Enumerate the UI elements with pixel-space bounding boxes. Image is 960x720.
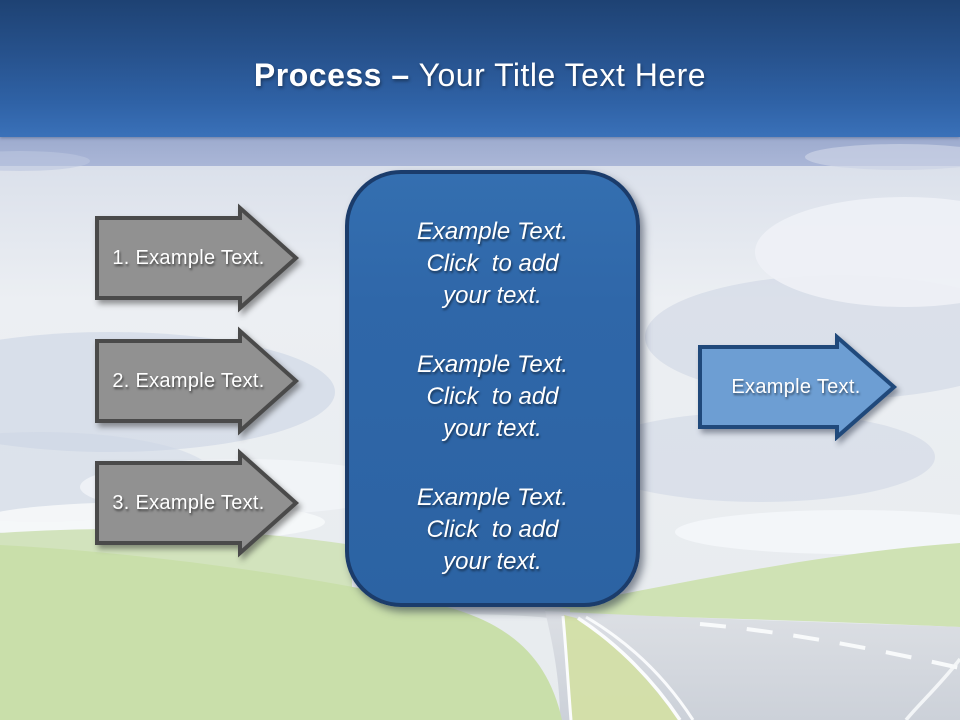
- right-arrow-shape: [95, 326, 300, 436]
- sky-strip: [0, 137, 960, 166]
- process-step-arrow-3: 3. Example Text.: [95, 448, 300, 558]
- right-arrow-shape: [698, 333, 898, 441]
- result-arrow: Example Text.: [698, 333, 898, 441]
- summary-paragraph-2: Example Text. Click to add your text.: [416, 351, 569, 442]
- process-step-arrow-2: 2. Example Text.: [95, 326, 300, 436]
- result-arrow-label: Example Text.: [731, 375, 861, 398]
- right-arrow-shape: [95, 203, 300, 313]
- summary-box: Example Text. Click to add your text. Ex…: [345, 170, 640, 607]
- summary-paragraph-3: Example Text. Click to add your text.: [416, 484, 569, 575]
- step-1-label: 1. Example Text.: [112, 246, 265, 269]
- title-bar: Process –Your Title Text Here: [0, 0, 960, 137]
- slide-title-rest: Your Title Text Here: [418, 57, 707, 93]
- slide-title-emphasis: Process –: [253, 57, 410, 93]
- process-step-arrow-1: 1. Example Text.: [95, 203, 300, 313]
- summary-paragraph-1: Example Text. Click to add your text.: [416, 218, 569, 309]
- step-3-label: 3. Example Text.: [112, 491, 265, 514]
- right-arrow-shape: [95, 448, 300, 558]
- step-2-label: 2. Example Text.: [112, 369, 265, 392]
- slide-title: Process –Your Title Text Here: [254, 43, 706, 94]
